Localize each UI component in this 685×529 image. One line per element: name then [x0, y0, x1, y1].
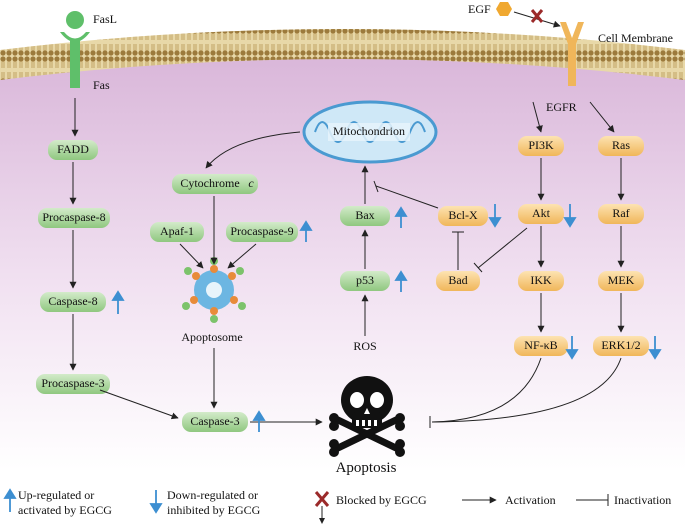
- legend-inhibition-icon: [576, 494, 609, 506]
- akt-down-arrow-icon: [563, 204, 577, 228]
- ros-label: ROS: [353, 339, 376, 353]
- p53-up-arrow-icon: [394, 270, 408, 292]
- procaspase-9-up-arrow-icon: [299, 220, 313, 242]
- svg-text:MEK: MEK: [608, 273, 635, 287]
- egfr-receptor-icon: [560, 22, 584, 86]
- legend-up-line2: activated by EGCG: [18, 503, 112, 517]
- legend-activation: Activation: [505, 493, 556, 507]
- mitochondrion-label: Mitochondrion: [333, 124, 405, 138]
- node-ikk: IKK: [518, 271, 564, 291]
- erk-down-arrow-icon: [648, 336, 662, 360]
- legend-blocked: Blocked by EGCG: [336, 493, 427, 507]
- node-pi3k: PI3K: [518, 136, 564, 156]
- node-apaf-1: Apaf-1: [150, 222, 204, 242]
- legend-down-line2: inhibited by EGCG: [167, 503, 261, 517]
- svg-text:Caspase-3: Caspase-3: [190, 414, 239, 428]
- legend-down-arrow-icon: [149, 490, 163, 514]
- egf-hexagon-icon: [496, 2, 512, 16]
- cytoplasm: [0, 52, 685, 470]
- cell-membrane: [0, 29, 685, 80]
- legend-up-arrow-icon: [3, 488, 17, 512]
- cell-membrane-label: Cell Membrane: [598, 31, 673, 45]
- bcl-x-down-arrow-icon: [488, 204, 502, 228]
- legend-cross-icon: [314, 491, 330, 524]
- bax-up-arrow-icon: [394, 206, 408, 228]
- svg-text:p53: p53: [356, 273, 374, 287]
- node-fadd: FADD: [48, 140, 98, 160]
- svg-text:ERK1/2: ERK1/2: [601, 338, 640, 352]
- svg-text:Procaspase-8: Procaspase-8: [42, 210, 105, 224]
- svg-text:Cytochrome: Cytochrome: [180, 176, 239, 190]
- node-procaspase-3: Procaspase-3: [36, 374, 110, 394]
- svg-text:NF-κB: NF-κB: [524, 338, 557, 352]
- egf-blocked-cross-icon: [530, 9, 544, 23]
- legend-up-line1: Up-regulated or: [18, 488, 94, 502]
- node-p53: p53: [340, 271, 390, 291]
- caspase-3-up-arrow-icon: [252, 410, 266, 432]
- activation-arrows: [69, 98, 625, 426]
- fas-receptor: [60, 11, 90, 88]
- node-bax: Bax: [340, 206, 390, 226]
- apoptosis-label: Apoptosis: [336, 460, 397, 476]
- inhibition-lines: [373, 180, 622, 428]
- svg-text:Ras: Ras: [612, 138, 630, 152]
- node-bad: Bad: [436, 271, 480, 291]
- node-ras: Ras: [598, 136, 644, 156]
- legend-inactivation: Inactivation: [614, 493, 671, 507]
- fasl-ligand-icon: [66, 11, 84, 29]
- apoptosome-label: Apoptosome: [181, 330, 242, 344]
- svg-text:Bcl-X: Bcl-X: [448, 208, 478, 222]
- svg-text:FADD: FADD: [57, 142, 89, 156]
- node-erk: ERK1/2: [593, 336, 649, 356]
- node-caspase-8: Caspase-8: [40, 292, 106, 312]
- node-caspase-3: Caspase-3: [182, 412, 248, 432]
- egf-label: EGF: [468, 2, 491, 16]
- svg-text:IKK: IKK: [530, 273, 552, 287]
- svg-text:Bad: Bad: [448, 273, 467, 287]
- node-bcl-x: Bcl-X: [438, 206, 488, 226]
- node-cytochrome-c: Cytochrome c: [172, 174, 258, 194]
- svg-text:Bax: Bax: [355, 208, 374, 222]
- legend: Up-regulated or activated by EGCG Down-r…: [3, 488, 671, 524]
- svg-text:Raf: Raf: [612, 206, 629, 220]
- svg-text:Procaspase-9: Procaspase-9: [230, 224, 293, 238]
- node-akt: Akt: [518, 204, 564, 224]
- apoptosome-icon: [182, 257, 246, 323]
- svg-text:Caspase-8: Caspase-8: [48, 294, 97, 308]
- svg-text:Apaf-1: Apaf-1: [160, 224, 194, 238]
- nf-kb-down-arrow-icon: [565, 336, 579, 360]
- skull-crossbones-icon: [329, 376, 405, 457]
- svg-text:PI3K: PI3K: [528, 138, 554, 152]
- fas-label: Fas: [93, 78, 110, 92]
- node-mek: MEK: [598, 271, 644, 291]
- svg-text:c: c: [248, 176, 254, 190]
- node-procaspase-8: Procaspase-8: [38, 208, 110, 228]
- node-raf: Raf: [598, 204, 644, 224]
- legend-down-line1: Down-regulated or: [167, 488, 258, 502]
- node-procaspase-9: Procaspase-9: [226, 222, 298, 242]
- caspase-8-up-arrow-icon: [111, 290, 125, 314]
- svg-text:Akt: Akt: [532, 206, 551, 220]
- svg-text:Procaspase-3: Procaspase-3: [41, 376, 104, 390]
- egfr-label: EGFR: [546, 100, 577, 114]
- node-nf-kb: NF-κB: [514, 336, 568, 356]
- egcg-effect-arrows: [111, 204, 662, 432]
- fasl-label: FasL: [93, 12, 117, 26]
